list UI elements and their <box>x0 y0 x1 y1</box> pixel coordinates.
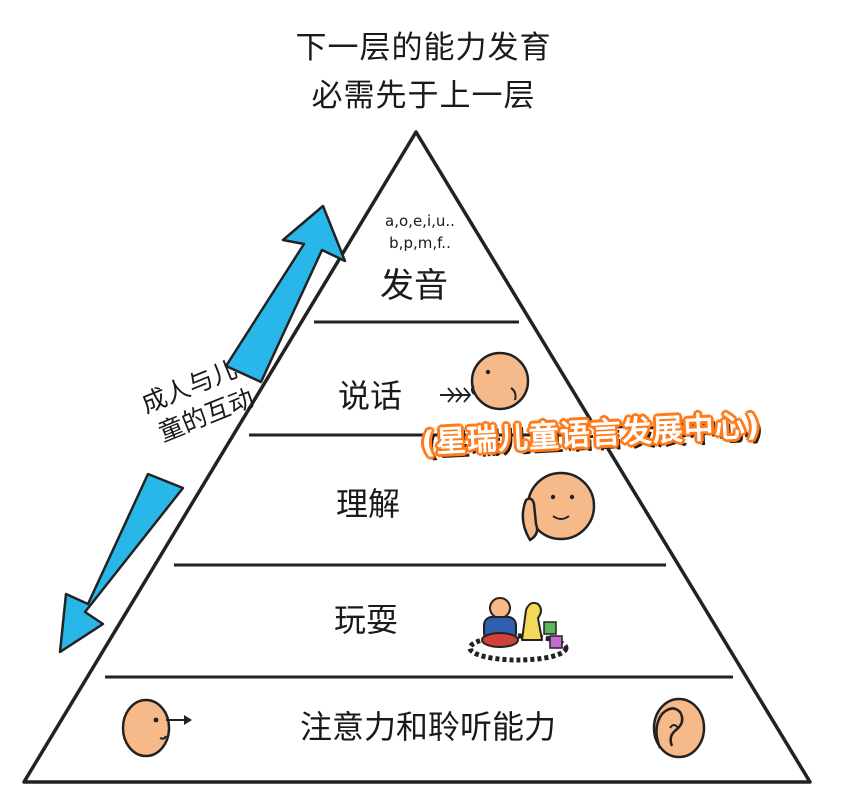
toys-icon <box>467 597 569 663</box>
title-line-1: 下一层的能力发育 <box>295 30 552 66</box>
level-2-label: 说话 <box>338 377 402 415</box>
level-1-label: 发音 <box>380 266 448 306</box>
level-5-label: 注意力和聆听能力 <box>300 708 556 746</box>
level-1-sublabel-1: a,o,e,i,u.. <box>385 212 455 230</box>
listening-ear-icon <box>652 697 706 759</box>
talking-face-icon <box>440 351 530 411</box>
pyramid-outline <box>22 130 812 784</box>
level-1-sublabel-2: b,p,m,f.. <box>389 234 451 252</box>
level-4-label: 玩耍 <box>334 601 398 639</box>
thinking-face-icon <box>521 471 596 542</box>
level-3-label: 理解 <box>336 485 400 523</box>
attention-face-icon <box>121 698 192 758</box>
double-arrow-icon <box>58 204 347 654</box>
title-line-2: 必需先于上一层 <box>311 78 536 114</box>
